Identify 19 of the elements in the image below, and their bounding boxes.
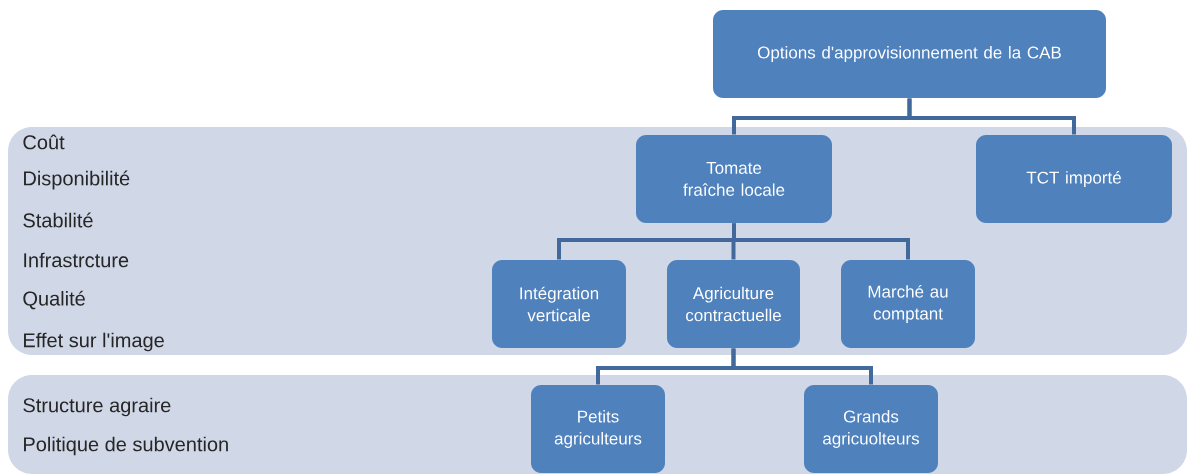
criterion-label: Infrastrcture bbox=[24, 252, 129, 268]
criterion-label: Qualité bbox=[23, 290, 85, 310]
criterion-label: Structure agraire bbox=[23, 397, 171, 417]
option-box: Petits agriculteurs bbox=[531, 385, 665, 473]
option-box: Options d'approvisionnement de la CAB bbox=[713, 10, 1106, 98]
option-box: Marché au comptant bbox=[841, 260, 975, 348]
connector bbox=[731, 348, 873, 385]
option-box: Tomate fraîche locale bbox=[636, 135, 832, 223]
criterion-label: Disponibilité bbox=[24, 170, 130, 190]
criterion-label: Coût bbox=[23, 134, 65, 150]
criterion-label: Effet sur l'image bbox=[24, 332, 164, 352]
option-box: Agriculture contractuelle bbox=[667, 260, 800, 348]
connector bbox=[907, 98, 1076, 135]
criterion-label: Politique de subvention bbox=[24, 436, 228, 456]
option-box: Intégration verticale bbox=[492, 260, 626, 348]
connector bbox=[732, 223, 910, 260]
option-box: TCT importé bbox=[976, 135, 1172, 223]
criterion-label: Stabilité bbox=[23, 212, 93, 228]
option-box: Grands agricuolteurs bbox=[804, 385, 938, 473]
